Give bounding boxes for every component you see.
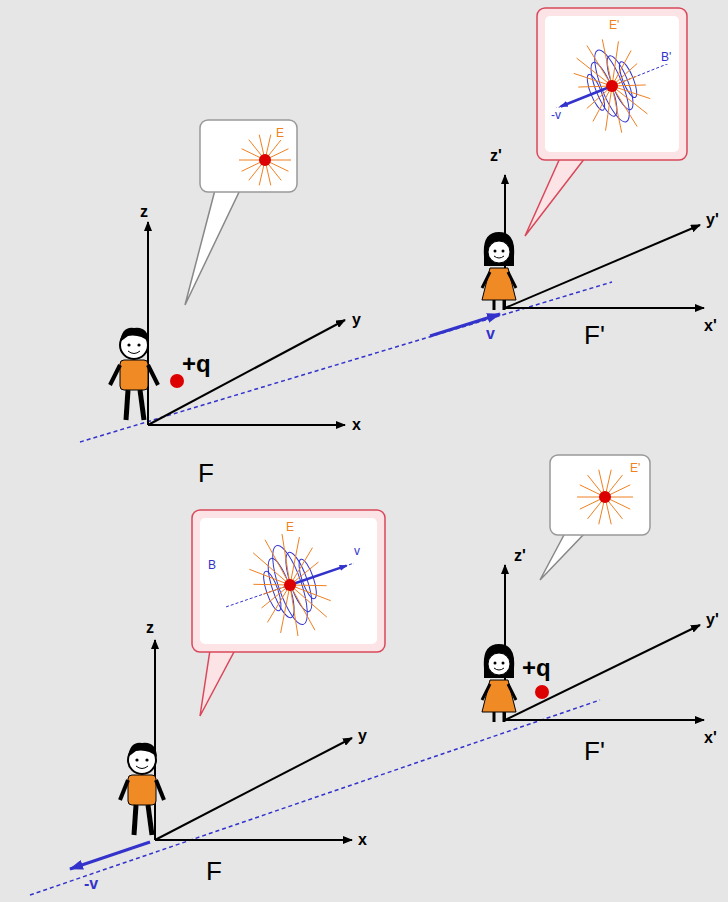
axis-label: z'	[514, 548, 526, 564]
charge-label: +q	[182, 352, 211, 376]
axis-label: z	[140, 204, 148, 220]
field-line	[249, 569, 290, 585]
charge-dot	[606, 80, 618, 92]
axis-label: y'	[706, 212, 719, 228]
field-line	[602, 39, 612, 86]
field-line	[253, 553, 290, 585]
axis-label: x	[352, 417, 361, 433]
field-line	[282, 534, 290, 585]
field-label: E'	[628, 461, 642, 475]
charge-dot	[535, 685, 549, 699]
motion-line	[30, 700, 600, 895]
axis-label: z'	[490, 148, 502, 164]
boy-figure	[110, 328, 158, 420]
charge-label: +q	[522, 656, 551, 680]
girl-figure	[482, 232, 516, 310]
field-label: B	[206, 558, 218, 572]
field-label: E	[284, 520, 296, 534]
velocity-label: v	[486, 326, 495, 342]
field-line	[290, 585, 298, 636]
field-line	[612, 51, 631, 86]
motion-line	[80, 282, 612, 442]
velocity-arrow	[290, 566, 347, 585]
axis-label: y	[352, 312, 361, 328]
field-line	[290, 585, 327, 617]
axis-label: x'	[704, 318, 717, 334]
speech-bubble	[185, 8, 687, 716]
field-label: B'	[659, 50, 673, 64]
speech-bubble: E' B' -v	[537, 8, 687, 160]
velocity-label: -v	[84, 876, 98, 892]
axis-label: y	[358, 728, 367, 744]
charge-dot	[599, 491, 611, 503]
field-label: E	[274, 126, 286, 140]
boy-figure	[120, 743, 164, 835]
girl-figure	[482, 644, 516, 722]
charge-dot	[284, 579, 296, 591]
frame-label: F	[206, 858, 222, 884]
speech-bubble: E Bv	[192, 510, 385, 652]
charge-dot	[259, 154, 271, 166]
field-line	[267, 585, 290, 622]
velocity-arrow	[70, 842, 150, 869]
axis-line	[226, 563, 354, 607]
field-line	[290, 585, 331, 601]
velocity-arrow	[561, 86, 612, 106]
axis-label: z	[146, 620, 154, 636]
field-label: v	[352, 544, 362, 558]
frame-label: F'	[584, 322, 605, 348]
frame-label: F'	[584, 738, 605, 764]
charge-dot	[170, 374, 184, 388]
axis-label: y'	[706, 612, 719, 628]
field-line	[612, 86, 622, 133]
field-label: -v	[549, 108, 563, 122]
axis-label: x'	[704, 730, 717, 746]
axis-line	[554, 63, 670, 109]
field-line	[574, 73, 612, 86]
axes	[148, 175, 704, 840]
field-lines	[226, 39, 670, 636]
field-label: E'	[607, 18, 621, 32]
axis-label: x	[358, 832, 367, 848]
speech-bubble: E'	[550, 455, 650, 535]
frame-label: F	[198, 460, 214, 486]
speech-bubble: E	[200, 120, 297, 192]
field-line	[612, 86, 650, 99]
